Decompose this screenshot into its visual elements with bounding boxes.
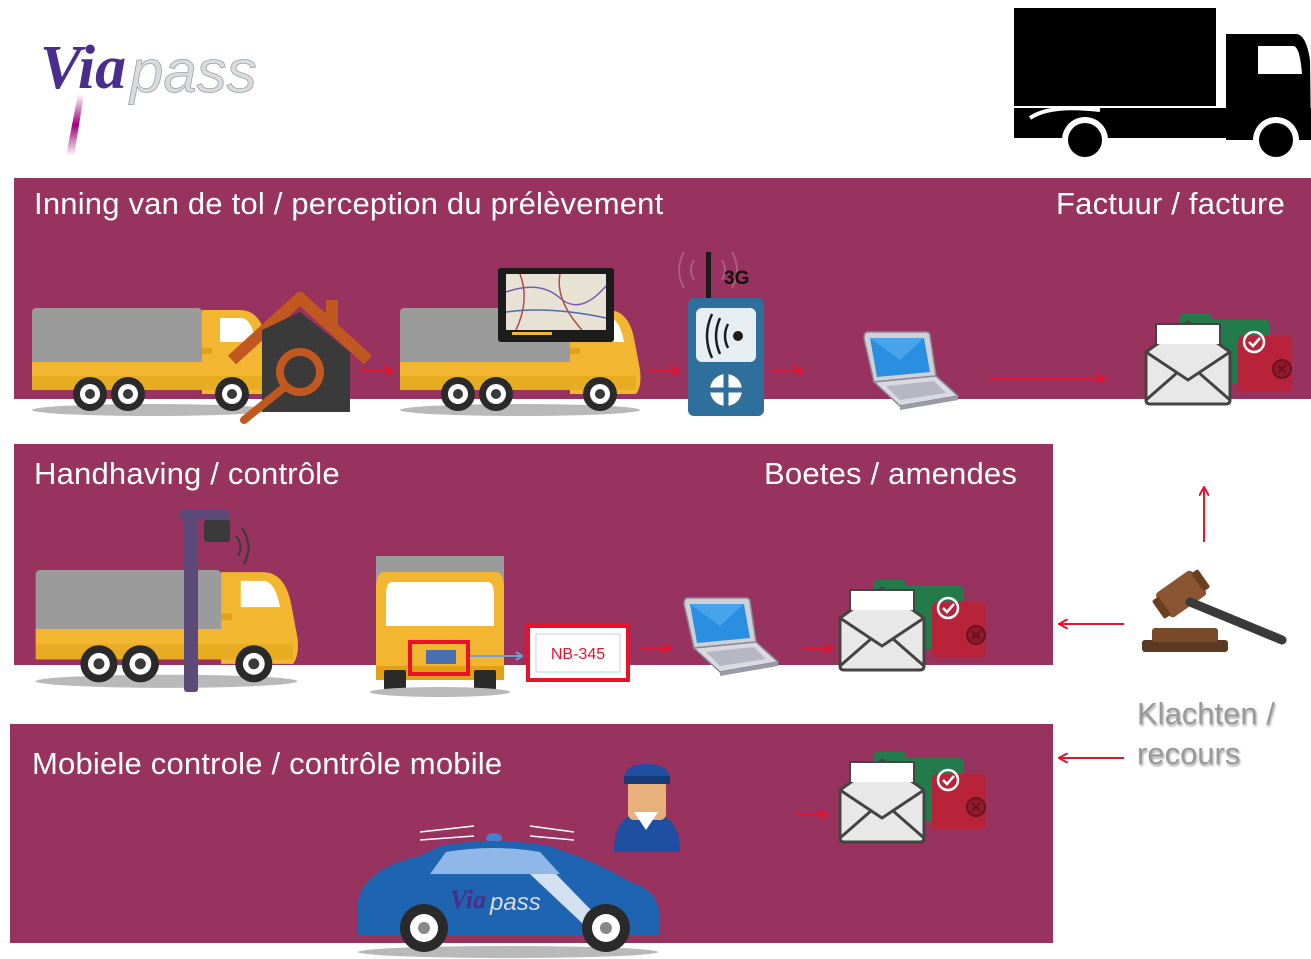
- police-officer-icon: [614, 764, 680, 852]
- complaints-label-line1: Klachten /: [1137, 696, 1275, 731]
- plate-number: NB-345: [551, 646, 605, 663]
- complaints-label: Klachten / recours: [1137, 694, 1275, 774]
- band-mobile-title: Mobiele controle / contrôle mobile: [32, 746, 503, 781]
- obu-device-icon: [678, 251, 764, 416]
- band-collection-right-label: Factuur / facture: [1056, 186, 1286, 221]
- network-label: 3G: [724, 268, 750, 289]
- police-car-icon: Via pass: [358, 825, 660, 958]
- license-plate: NB-345: [526, 624, 630, 682]
- truck-silhouette-icon: [1014, 8, 1311, 164]
- license-plate-camera-icon: [370, 556, 524, 697]
- complaints-label-line2: recours: [1137, 736, 1241, 771]
- truck-icon: [35, 570, 299, 688]
- viapass-logo: Via pass: [40, 34, 257, 156]
- car-logo-pass: pass: [489, 889, 541, 916]
- band-enforcement-right-label: Boetes / amendes: [764, 456, 1018, 491]
- toll-gate-icon: [227, 292, 373, 424]
- band-collection-title: Inning van de tol / perception du prélèv…: [34, 186, 664, 221]
- band-enforcement-title: Handhaving / contrôle: [34, 456, 340, 491]
- car-logo-via: Via: [450, 885, 486, 914]
- logo-text-via: Via: [40, 34, 126, 102]
- gps-map-icon: [498, 268, 614, 342]
- camera-pole-icon: [180, 510, 250, 692]
- judge-gavel-icon: [1142, 569, 1287, 652]
- logo-beam: [66, 94, 84, 156]
- logo-text-pass: pass: [128, 38, 257, 105]
